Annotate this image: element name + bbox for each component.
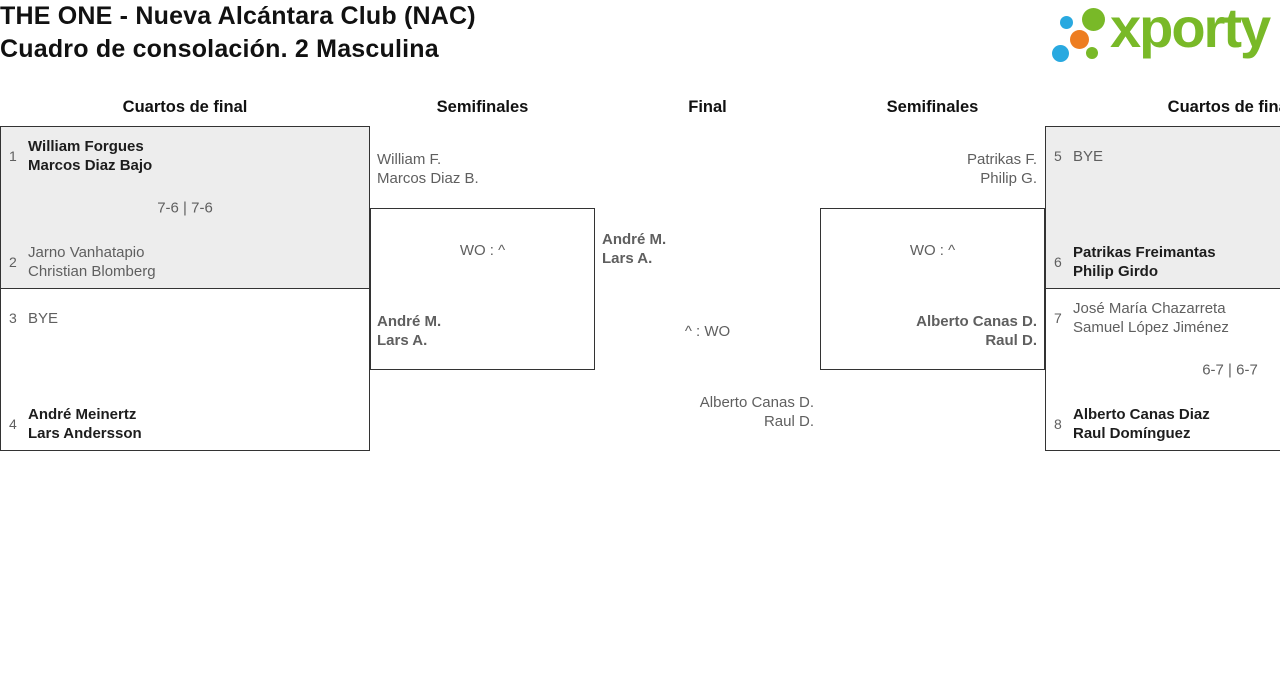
final-score: ^ : WO: [684, 323, 731, 340]
semifinal-right-team-top: Patrikas F. Philip G.: [966, 151, 1037, 187]
seed-number: 5: [1054, 148, 1062, 164]
team-row: 4 André Meinertz Lars Andersson: [9, 405, 361, 443]
team-row: 5 BYE: [1054, 137, 1280, 175]
team-names: André Meinertz Lars Andersson: [28, 406, 142, 442]
team-row: 3 BYE: [9, 299, 361, 337]
match-semifinal-right[interactable]: [820, 208, 1045, 370]
team-names: William Forgues Marcos Diaz Bajo: [28, 138, 153, 174]
final-team-left: André M. Lars A.: [602, 231, 667, 267]
round-header-left-semifinals: Semifinales: [436, 98, 529, 116]
match-quarterfinal-3[interactable]: 5 BYE 6 Patrikas Freimantas Philip Girdo: [1045, 126, 1280, 289]
team-names: Alberto Canas Diaz Raul Domínguez: [1073, 406, 1210, 442]
seed-number: 1: [9, 148, 17, 164]
logo-dot-green-small: [1086, 47, 1098, 59]
team-row: 7 José María Chazarreta Samuel López Jim…: [1054, 299, 1280, 337]
final-team-right: Alberto Canas D. Raul D.: [699, 394, 814, 430]
team-row: 8 Alberto Canas Diaz Raul Domínguez: [1054, 405, 1280, 443]
logo-dot-blue-small: [1060, 16, 1073, 29]
logo-dot-green-large: [1082, 8, 1105, 31]
match-score: 7-6 | 7-6: [157, 199, 213, 216]
team-names: Jarno Vanhatapio Christian Blomberg: [28, 244, 156, 280]
tournament-title: THE ONE - Nueva Alcántara Club (NAC): [0, 2, 476, 30]
semifinal-left-score: WO : ^: [459, 242, 506, 259]
semifinal-left-team-top: William F. Marcos Diaz B.: [377, 151, 479, 187]
logo-dot-orange: [1070, 30, 1089, 49]
team-row: 2 Jarno Vanhatapio Christian Blomberg: [9, 243, 361, 281]
match-quarterfinal-2[interactable]: 3 BYE 4 André Meinertz Lars Andersson: [0, 288, 370, 451]
team-row: 1 William Forgues Marcos Diaz Bajo: [9, 137, 361, 175]
semifinal-right-score: WO : ^: [909, 242, 956, 259]
seed-number: 2: [9, 254, 17, 270]
semifinal-left-team-bottom: André M. Lars A.: [377, 313, 442, 349]
match-semifinal-left[interactable]: [370, 208, 595, 370]
tournament-subtitle: Cuadro de consolación. 2 Masculina: [0, 35, 439, 63]
seed-number: 8: [1054, 416, 1062, 432]
semifinal-right-team-bottom: Alberto Canas D. Raul D.: [916, 313, 1037, 349]
seed-number: 6: [1054, 254, 1062, 270]
logo-dot-blue-large: [1052, 45, 1069, 62]
header: THE ONE - Nueva Alcántara Club (NAC) Cua…: [0, 0, 476, 66]
seed-number: 7: [1054, 310, 1062, 326]
round-header-right-semifinals: Semifinales: [886, 98, 979, 116]
match-quarterfinal-1[interactable]: 1 William Forgues Marcos Diaz Bajo 7-6 |…: [0, 126, 370, 289]
team-names: BYE: [1073, 147, 1104, 165]
team-names: BYE: [28, 309, 59, 327]
round-header-final: Final: [688, 98, 727, 116]
match-score: 6-7 | 6-7: [1202, 361, 1258, 378]
team-row: 6 Patrikas Freimantas Philip Girdo: [1054, 243, 1280, 281]
round-header-right-quarterfinals: Cuartos de final: [1167, 98, 1280, 116]
seed-number: 3: [9, 310, 17, 326]
team-names: Patrikas Freimantas Philip Girdo: [1073, 244, 1216, 280]
team-names: José María Chazarreta Samuel López Jimén…: [1073, 300, 1229, 336]
round-header-left-quarterfinals: Cuartos de final: [122, 98, 248, 116]
seed-number: 4: [9, 416, 17, 432]
logo-wordmark: xporty: [1110, 0, 1271, 59]
match-quarterfinal-4[interactable]: 7 José María Chazarreta Samuel López Jim…: [1045, 288, 1280, 451]
